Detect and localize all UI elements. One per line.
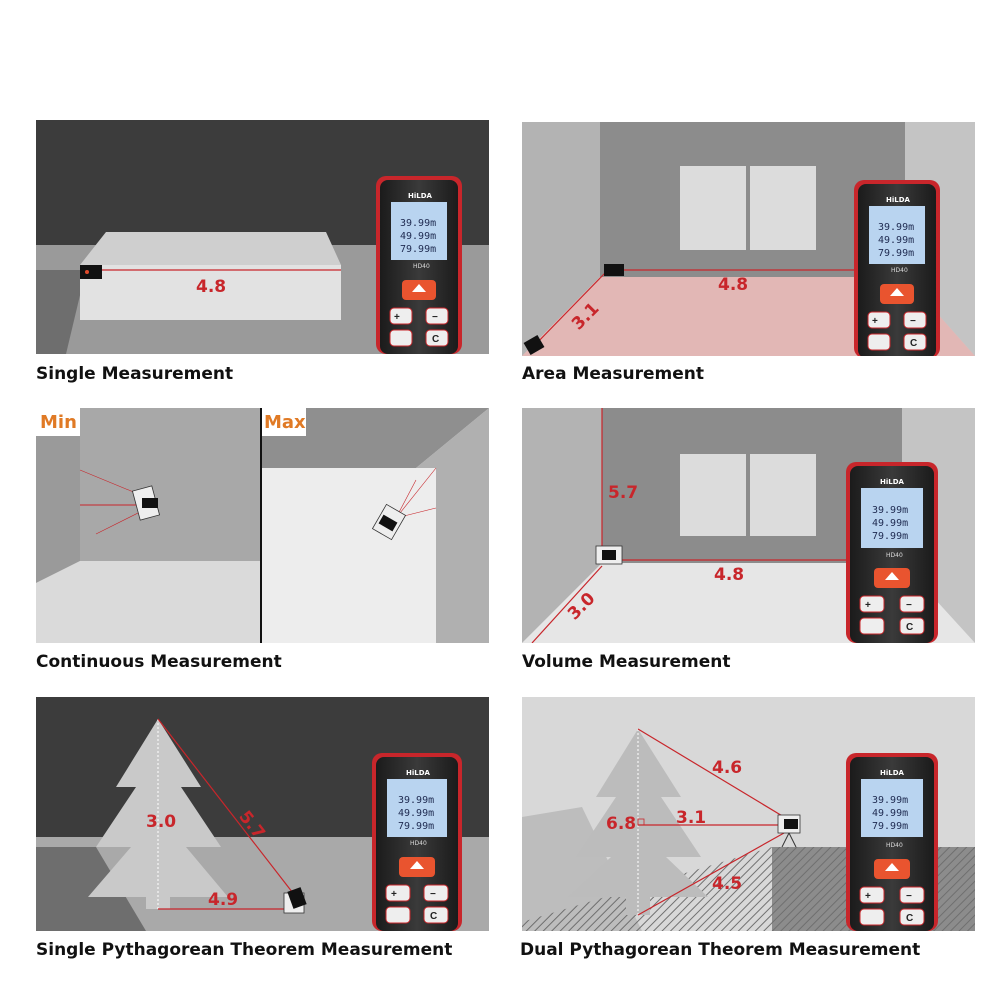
- svg-text:49.99m: 49.99m: [872, 808, 908, 819]
- pyth-dual-height-label: 6.8: [606, 814, 636, 834]
- svg-text:C: C: [906, 622, 913, 633]
- volume-measurement-scene: 5.7 4.8 3.0 HiLDA 39.99m 49.99m 79.99m H…: [522, 408, 975, 643]
- laser-meter-small-icon: [287, 887, 307, 909]
- svg-text:HD40: HD40: [891, 267, 908, 274]
- svg-text:49.99m: 49.99m: [872, 518, 908, 529]
- svg-text:79.99m: 79.99m: [400, 244, 436, 255]
- svg-text:39.99m: 39.99m: [872, 505, 908, 516]
- dual-pythagorean-scene: 4.6 6.8 3.1 4.5 HiLDA 39.99m 49.99m 79.9…: [522, 697, 975, 931]
- svg-text:−: −: [910, 316, 916, 327]
- max-label: Max: [264, 412, 306, 433]
- svg-text:49.99m: 49.99m: [878, 235, 914, 246]
- svg-text:C: C: [430, 911, 437, 922]
- svg-text:−: −: [906, 600, 912, 611]
- area-measurement-panel: 4.8 3.1 HiLDA 39.99m 49.99m 79.99m HD40 …: [522, 122, 975, 356]
- svg-text:+: +: [872, 316, 878, 327]
- svg-text:39.99m: 39.99m: [872, 795, 908, 806]
- svg-text:39.99m: 39.99m: [398, 795, 434, 806]
- area-measurement-caption: Area Measurement: [522, 364, 704, 384]
- continuous-measurement-scene: [36, 408, 489, 643]
- laser-meter-small-icon: [784, 819, 798, 829]
- laser-meter-device: HiLDA 39.99m 49.99m 79.99m HD40 + − C: [854, 180, 940, 356]
- svg-text:39.99m: 39.99m: [400, 218, 436, 229]
- laser-meter-small-icon: [142, 498, 158, 508]
- min-label: Min: [40, 412, 77, 433]
- laser-meter-small-icon: [602, 550, 616, 560]
- svg-text:−: −: [432, 312, 438, 323]
- svg-text:HD40: HD40: [886, 552, 903, 559]
- single-pythagorean-caption: Single Pythagorean Theorem Measurement: [36, 940, 453, 960]
- svg-text:−: −: [430, 889, 436, 900]
- divider: [260, 408, 262, 643]
- svg-text:HD40: HD40: [410, 840, 427, 847]
- continuous-measurement-caption: Continuous Measurement: [36, 652, 282, 672]
- area-length-label: 4.8: [718, 275, 748, 295]
- laser-meter-small-icon: [80, 265, 102, 279]
- svg-text:79.99m: 79.99m: [878, 248, 914, 259]
- dual-pythagorean-caption: Dual Pythagorean Theorem Measurement: [520, 940, 921, 960]
- svg-text:C: C: [432, 334, 439, 345]
- svg-text:HiLDA: HiLDA: [406, 769, 431, 777]
- svg-text:−: −: [906, 891, 912, 902]
- svg-text:C: C: [910, 338, 917, 349]
- volume-length-label: 4.8: [714, 565, 744, 585]
- svg-text:79.99m: 79.99m: [872, 531, 908, 542]
- laser-meter-device: HiLDA 39.99m 49.99m 79.99m HD40 + − C: [376, 176, 462, 354]
- dual-pythagorean-panel: 4.6 6.8 3.1 4.5 HiLDA 39.99m 49.99m 79.9…: [522, 697, 975, 931]
- svg-text:HD40: HD40: [886, 842, 903, 849]
- svg-text:49.99m: 49.99m: [400, 231, 436, 242]
- svg-text:39.99m: 39.99m: [878, 222, 914, 233]
- svg-text:79.99m: 79.99m: [398, 821, 434, 832]
- volume-measurement-caption: Volume Measurement: [522, 652, 731, 672]
- svg-text:49.99m: 49.99m: [398, 808, 434, 819]
- volume-height-label: 5.7: [608, 483, 638, 503]
- continuous-measurement-panel: [36, 408, 489, 643]
- pyth-dual-upper-label: 4.6: [712, 758, 742, 778]
- laser-meter-device: HiLDA 39.99m 49.99m 79.99m HD40 + − C: [846, 753, 938, 931]
- single-measurement-scene: 4.8 HiLDA 39.99m 49.99m 79.99m HD40 + − …: [36, 120, 489, 354]
- volume-measurement-panel: 5.7 4.8 3.0 HiLDA 39.99m 49.99m 79.99m H…: [522, 408, 975, 643]
- pyth-dual-lower-label: 4.5: [712, 874, 742, 894]
- single-pythagorean-scene: 3.0 5.7 4.9 HiLDA 39.99m 49.99m 79.99m H…: [36, 697, 489, 931]
- pyth-single-base-label: 4.9: [208, 890, 238, 910]
- svg-text:+: +: [391, 889, 397, 900]
- area-measurement-scene: 4.8 3.1 HiLDA 39.99m 49.99m 79.99m HD40 …: [522, 122, 975, 356]
- svg-text:+: +: [865, 891, 871, 902]
- single-pythagorean-panel: 3.0 5.7 4.9 HiLDA 39.99m 49.99m 79.99m H…: [36, 697, 489, 931]
- pyth-single-height-label: 3.0: [146, 812, 176, 832]
- svg-text:+: +: [394, 312, 400, 323]
- svg-text:HD40: HD40: [413, 263, 430, 270]
- svg-text:HiLDA: HiLDA: [886, 196, 911, 204]
- single-distance-label: 4.8: [196, 277, 226, 297]
- pyth-dual-mid-label: 3.1: [676, 808, 706, 828]
- single-measurement-panel: 4.8 HiLDA 39.99m 49.99m 79.99m HD40 + − …: [36, 120, 489, 354]
- laser-meter-small-icon: [604, 264, 624, 276]
- svg-text:HiLDA: HiLDA: [408, 192, 433, 200]
- laser-meter-device: HiLDA 39.99m 49.99m 79.99m HD40 + − C: [846, 462, 938, 643]
- single-measurement-caption: Single Measurement: [36, 364, 234, 384]
- laser-meter-device: HiLDA 39.99m 49.99m 79.99m HD40 + − C: [372, 753, 462, 931]
- svg-text:HiLDA: HiLDA: [880, 769, 905, 777]
- svg-text:HiLDA: HiLDA: [880, 478, 905, 486]
- svg-text:C: C: [906, 913, 913, 924]
- svg-text:+: +: [865, 600, 871, 611]
- svg-text:79.99m: 79.99m: [872, 821, 908, 832]
